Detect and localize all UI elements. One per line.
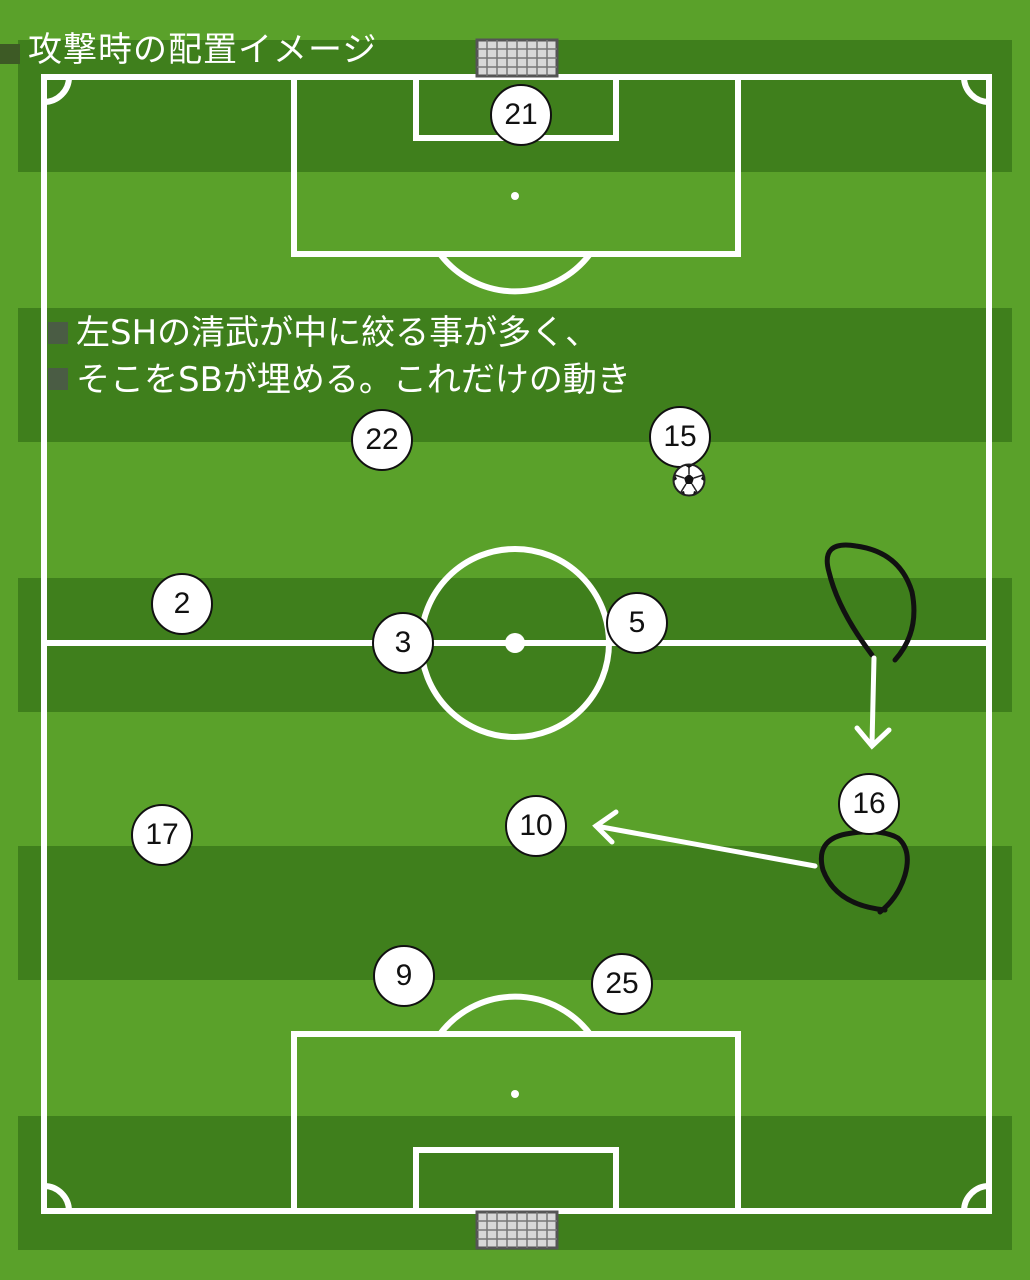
scribble-loop-top [824,542,917,663]
player-marker[interactable]: 5 [606,592,668,654]
corner-arc [43,1183,72,1212]
player-marker[interactable]: 10 [505,795,567,857]
top-goal-net [475,38,559,78]
player-marker[interactable]: 21 [490,84,552,146]
bottom-penalty-arc [437,993,593,1036]
note-marker [48,368,68,390]
corner-arc [961,76,990,105]
player-marker[interactable]: 15 [649,406,711,468]
title-marker [0,44,20,64]
diagram-title: 攻撃時の配置イメージ [28,30,378,70]
grass-stripes [18,40,1012,1250]
note-line-1: 左SHの清武が中に絞る事が多く、 [76,313,600,353]
center-spot [505,633,525,653]
bottom-goal-net [475,1210,559,1250]
player-marker[interactable]: 17 [131,804,193,866]
note-line-2: そこをSBが埋める。これだけの動き [76,360,631,400]
note-marker [48,322,68,344]
player-marker[interactable]: 16 [838,773,900,835]
player-marker[interactable]: 25 [591,953,653,1015]
top-penalty-arc [437,252,593,295]
arrow-down [854,655,892,750]
penalty-spot [511,192,519,200]
player-marker[interactable]: 9 [373,945,435,1007]
player-marker[interactable]: 2 [151,573,213,635]
player-marker[interactable]: 22 [351,409,413,471]
corner-arc [961,1183,990,1212]
soccer-ball-icon [672,463,706,497]
player-marker[interactable]: 3 [372,612,434,674]
penalty-spot [511,1090,519,1098]
arrow-left [592,809,818,869]
corner-arc [43,76,72,105]
